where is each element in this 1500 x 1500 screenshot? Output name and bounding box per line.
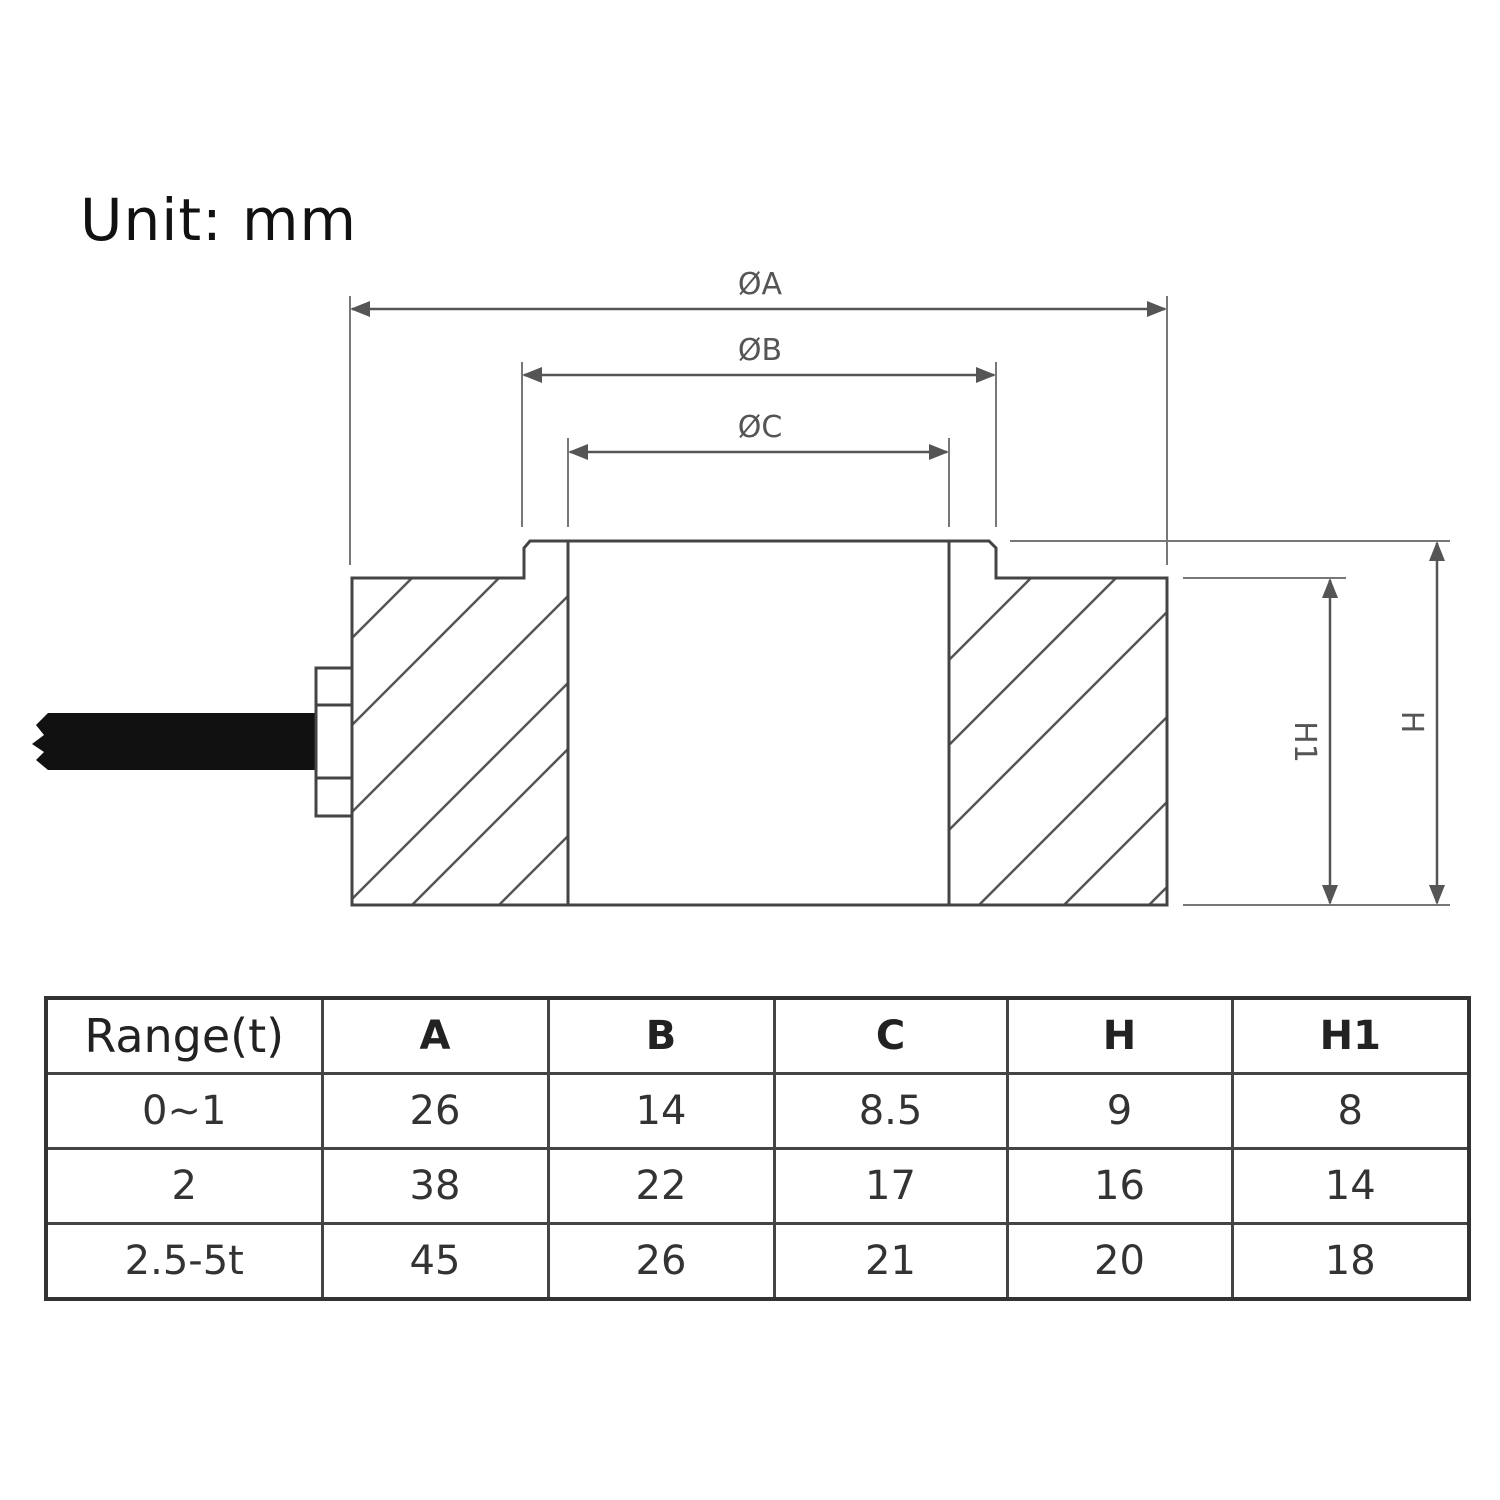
unit-label: Unit: mm (80, 186, 358, 254)
cell-b: 22 (546, 1147, 776, 1225)
cell-h1: 18 (1230, 1222, 1471, 1301)
dim-label-h: H (1394, 711, 1429, 734)
cell-c: 21 (772, 1222, 1009, 1301)
dim-label-h1: H1 (1287, 721, 1322, 763)
table-row: 2 38 22 17 16 14 (44, 1147, 1471, 1225)
cell-b: 14 (546, 1072, 776, 1150)
header-b: B (546, 996, 776, 1075)
cell-h: 20 (1005, 1222, 1234, 1301)
dim-label-a: ØA (738, 267, 783, 302)
left-wall-section (352, 578, 568, 905)
cell-a: 26 (320, 1072, 550, 1150)
cable (32, 713, 316, 770)
table-header-row: Range(t) A B C H H1 (44, 996, 1471, 1075)
body-outline (350, 539, 1169, 907)
header-a: A (320, 996, 550, 1075)
cell-range: 2 (44, 1147, 324, 1225)
cell-h1: 14 (1230, 1147, 1471, 1225)
header-range: Range(t) (44, 996, 324, 1075)
cell-a: 38 (320, 1147, 550, 1225)
cell-c: 8.5 (772, 1072, 1009, 1150)
dimension-table: Range(t) A B C H H1 0∼1 26 14 8.5 9 8 2 … (44, 996, 1471, 1301)
cell-c: 17 (772, 1147, 1009, 1225)
cell-h: 9 (1005, 1072, 1234, 1150)
cable-gland (314, 666, 354, 818)
header-h: H (1005, 996, 1234, 1075)
dim-label-c: ØC (738, 410, 783, 445)
dimension-lines (350, 301, 1445, 905)
table-row: 0∼1 26 14 8.5 9 8 (44, 1072, 1471, 1150)
cell-range: 0∼1 (44, 1072, 324, 1150)
load-cell-drawing: ØA ØB ØC H1 H (32, 267, 1450, 907)
cell-h1: 8 (1230, 1072, 1471, 1150)
cell-a: 45 (320, 1222, 550, 1301)
cell-b: 26 (546, 1222, 776, 1301)
header-h1: H1 (1230, 996, 1471, 1075)
table-row: 2.5-5t 45 26 21 20 18 (44, 1222, 1471, 1301)
right-wall-section (949, 578, 1167, 905)
cell-range: 2.5-5t (44, 1222, 324, 1301)
extension-lines (349, 296, 1450, 906)
cell-h: 16 (1005, 1147, 1234, 1225)
dim-label-b: ØB (738, 333, 782, 368)
header-c: C (772, 996, 1009, 1075)
